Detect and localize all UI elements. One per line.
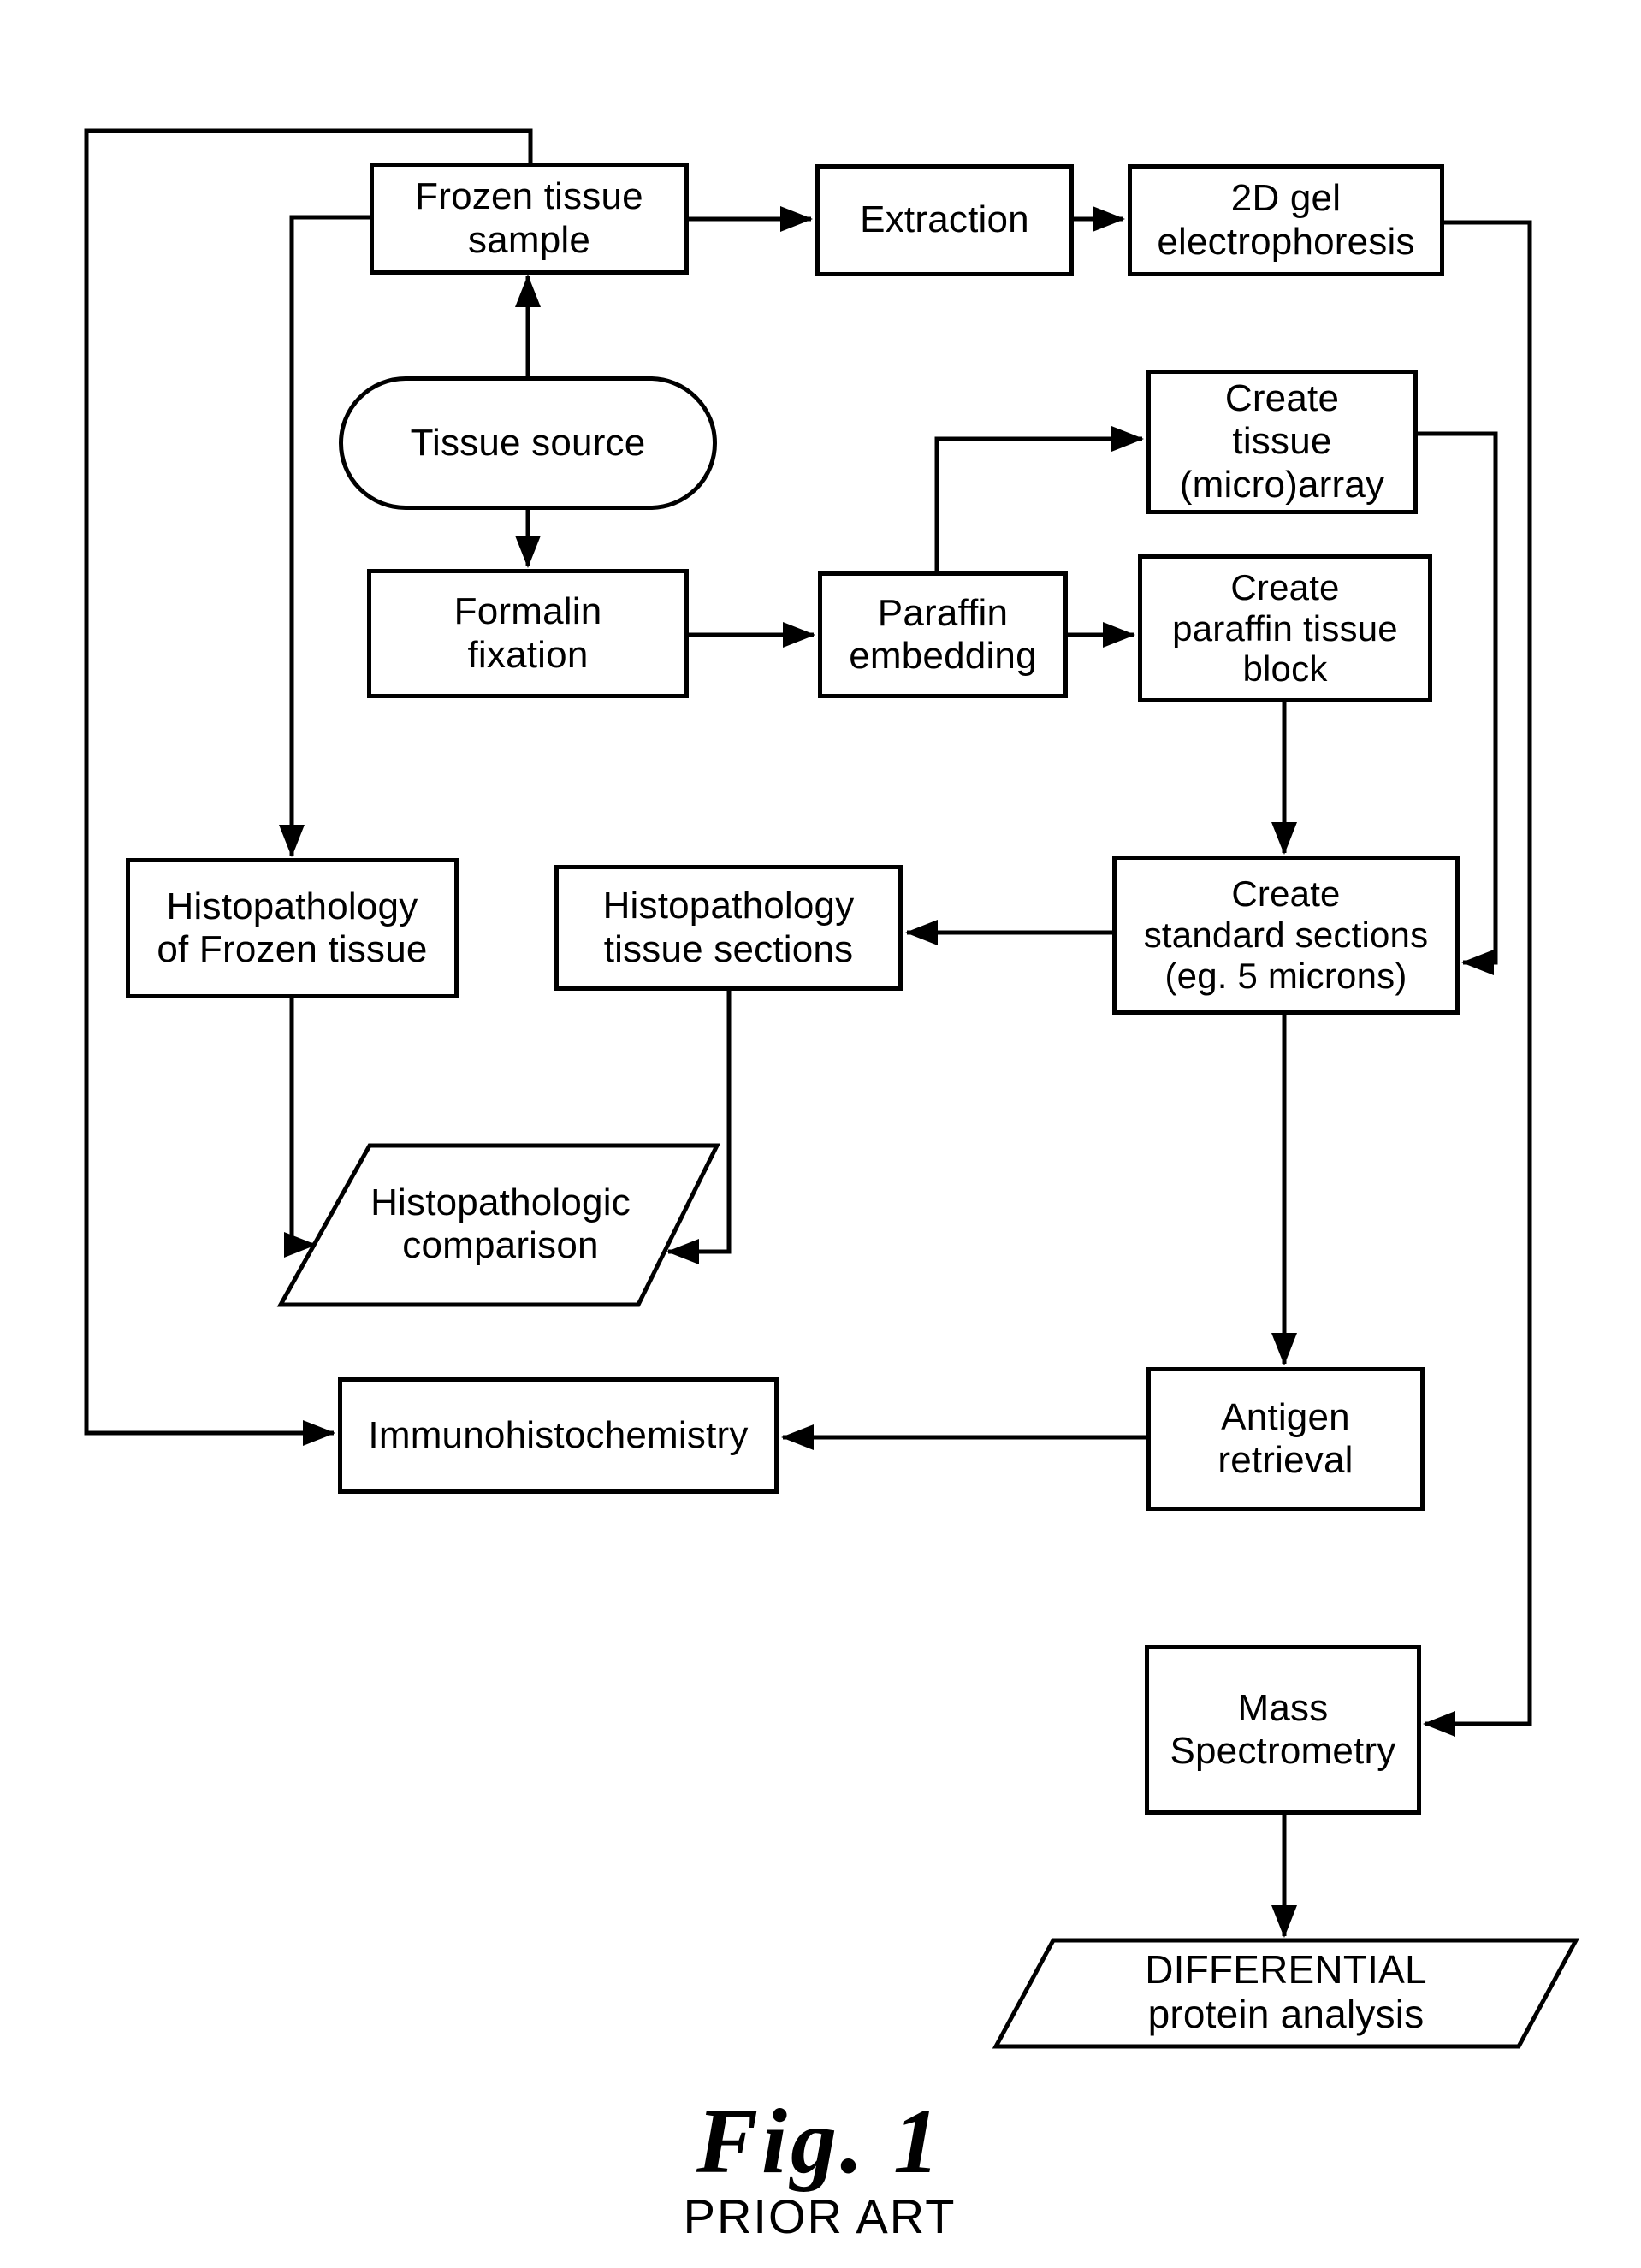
node-frozen-tissue-sample: Frozen tissue sample bbox=[370, 163, 689, 275]
node-create-tissue-microarray: Create tissue (micro)array bbox=[1146, 370, 1418, 514]
edge-gel-to-mass-spectrometry bbox=[1423, 220, 1532, 1737]
edge-histopathology-sections-to-comparison bbox=[666, 991, 732, 1264]
node-formalin-fixation: Formalin fixation bbox=[367, 569, 689, 698]
edge-microarray-to-standard-sections bbox=[1418, 431, 1498, 975]
node-differential-protein-analysis-label: DIFFERENTIAL protein analysis bbox=[1145, 1946, 1427, 2036]
node-2d-gel-electrophoresis: 2D gel electrophoresis bbox=[1128, 164, 1444, 276]
node-tissue-source: Tissue source bbox=[339, 376, 717, 510]
edge-frozen-to-immunohistochemistry bbox=[84, 128, 533, 1446]
node-histopathology-of-frozen-tissue: Histopathology of Frozen tissue bbox=[126, 858, 459, 998]
figure-subtitle: PRIOR ART bbox=[683, 2189, 957, 2243]
node-extraction: Extraction bbox=[815, 164, 1074, 276]
node-paraffin-embedding: Paraffin embedding bbox=[818, 571, 1068, 698]
edge-frozen-to-histopathology-frozen bbox=[279, 215, 371, 857]
differential-protein-analysis-shape bbox=[992, 1938, 1580, 2049]
node-mass-spectrometry: Mass Spectrometry bbox=[1145, 1645, 1421, 1815]
histopathologic-comparison-shape bbox=[276, 1143, 721, 1307]
figure-title: Fig. 1 bbox=[696, 2091, 944, 2193]
edge-histopathology-frozen-to-comparison bbox=[284, 998, 317, 1258]
node-histopathology-tissue-sections: Histopathology tissue sections bbox=[554, 865, 903, 991]
node-create-paraffin-tissue-block: Create paraffin tissue block bbox=[1138, 554, 1432, 702]
node-create-standard-sections: Create standard sections (eg. 5 microns) bbox=[1112, 856, 1460, 1015]
edge-paraffin-to-microarray bbox=[934, 426, 1144, 571]
node-antigen-retrieval: Antigen retrieval bbox=[1146, 1367, 1425, 1511]
node-immunohistochemistry: Immunohistochemistry bbox=[338, 1377, 779, 1494]
node-histopathologic-comparison-label: Histopathologic comparison bbox=[370, 1181, 631, 1266]
